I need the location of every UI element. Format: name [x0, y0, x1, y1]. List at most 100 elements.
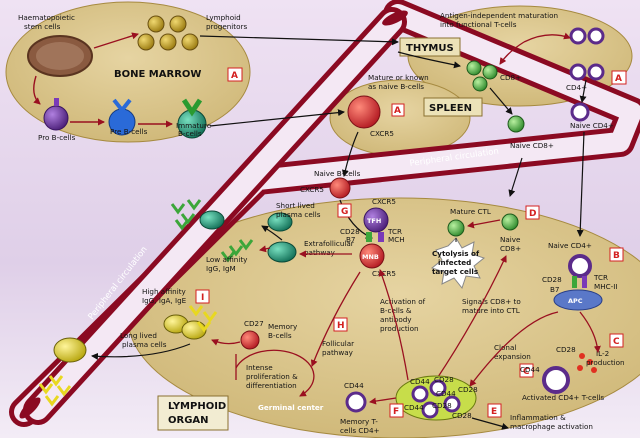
intense-label-1: Intense — [246, 363, 273, 372]
activated-cd4-cell — [542, 366, 570, 394]
intense-label-2: proliferation & — [246, 372, 298, 381]
signals-label-1: Signals CD8+ to — [462, 297, 521, 306]
badge-g-text: G — [341, 207, 348, 217]
memory-b-cell — [240, 330, 260, 350]
inflammation-label-1: Inflammation & — [510, 413, 566, 422]
arrow-to-short-lived — [261, 225, 283, 241]
high-affinity-cell-group — [163, 305, 218, 340]
badge-i — [195, 289, 210, 304]
arrow-signals — [435, 255, 507, 381]
bone-marrow-title: BONE MARROW — [114, 69, 201, 80]
arrow-immature-to-spleen — [209, 109, 345, 127]
naive-cd8-mid-cell — [501, 213, 519, 231]
badge-d-text: D — [529, 209, 536, 219]
lymphoid-progenitors-label-2: progenitors — [206, 22, 247, 31]
arrow-thymus-cd8 — [499, 41, 525, 65]
mnb-cell — [359, 243, 385, 269]
antigen-independent-label-2: into functional T-cells — [440, 20, 517, 29]
badge-h — [333, 317, 348, 332]
pro-b-cell — [43, 105, 69, 131]
apc-label: APC — [568, 297, 583, 305]
mature-naive-label-1: Mature or known — [368, 73, 429, 82]
naive-cd8-mid-label-2: CD8+ — [500, 244, 521, 253]
badge-i-text: I — [201, 293, 204, 303]
badge-c-left-text: C — [523, 367, 530, 377]
germinal-center-cycle — [235, 349, 315, 397]
clonal-label-1: Clonal — [494, 343, 516, 352]
arrow-stem-to-progenitor — [93, 32, 139, 49]
arrow-cd8-thymus-to-naive — [489, 87, 513, 115]
cd4-thymus-label: CD4+ — [566, 83, 587, 92]
naive-b-cell — [329, 177, 351, 199]
cd44-mem-label: CD44 — [344, 381, 364, 390]
mature-ctl-label: Mature CTL — [450, 207, 491, 216]
arrow-stem-to-prob — [33, 75, 41, 105]
badge-a-spleen — [391, 103, 405, 117]
badge-a-bone-marrow — [227, 67, 243, 82]
cytolysis-starburst — [430, 237, 486, 290]
activation-label-1: Activation of — [380, 297, 426, 306]
low-affinity-label-2: IgG, IgM — [206, 264, 236, 273]
long-lived-label-1: Long lived — [120, 331, 157, 340]
badge-h-text: H — [337, 321, 345, 331]
lymphoid-organ-title-2: ORGAN — [168, 415, 209, 426]
thymus-title-box — [399, 37, 461, 57]
arrow-activation — [378, 269, 409, 381]
il2-label-1: IL-2 — [596, 349, 609, 358]
arrow-naive-to-ctl — [467, 219, 501, 229]
antibody-cluster-low — [220, 239, 254, 263]
badge-f-text: F — [393, 407, 399, 417]
lymphoid-progenitors-label-1: Lymphoid — [206, 13, 241, 22]
cd28-apc-label: CD28 — [542, 275, 562, 284]
intense-label-3: differentiation — [246, 381, 297, 390]
arrow-naive-cd4-to-organ — [576, 131, 585, 237]
antigen-independent-label-1: Antigen-independent maturation — [440, 11, 558, 20]
apc-cd28-receptor — [572, 276, 577, 288]
cluster-label-2: CD28 — [434, 375, 454, 384]
cluster-label-7: CD28 — [452, 411, 472, 420]
cluster-label-3: CD44 — [436, 389, 456, 398]
spleen-b-cell — [347, 95, 381, 129]
cxcr5-naive-label: CXCR5 — [300, 185, 324, 194]
pro-b-receptor — [54, 98, 59, 106]
short-lived-label-2: plasma cells — [276, 210, 321, 219]
spleen-title: SPLEEN — [429, 103, 472, 114]
arrow-memory-to-high — [211, 339, 241, 346]
arrow-progenitor-to-thymus — [199, 35, 399, 46]
badge-e — [487, 403, 502, 418]
arrow-cd4-thymus-to-naive — [579, 79, 587, 103]
arrow-to-inflammation — [471, 417, 509, 430]
arrow-thymus-cd4 — [523, 32, 571, 43]
tfh-cell — [363, 207, 389, 233]
memory-t-cell — [345, 391, 367, 413]
badge-g — [337, 203, 352, 218]
cxcr5-tfh-label: CXCR5 — [372, 197, 396, 206]
cytolysis-label-3: target cells — [432, 267, 478, 276]
activation-label-2: B-cells & — [380, 306, 412, 315]
lymphoid-organ-title-box — [157, 395, 229, 431]
b7-apc-label: B7 — [550, 285, 560, 294]
immature-b-receptor — [181, 98, 203, 117]
memory-b-label-1: Memory — [268, 322, 298, 331]
cxcr5-spleen-label: CXCR5 — [370, 129, 394, 138]
badge-a-thymus — [611, 70, 627, 85]
arrow-low-affinity — [259, 245, 271, 253]
apc-tcr-receptor — [582, 276, 587, 288]
arrow-to-memory-t — [369, 397, 397, 405]
cd4-thymus-cells — [569, 27, 605, 81]
cd28-tfh-label: CD28 — [340, 227, 360, 236]
immature-b-label-2: B-cells — [178, 129, 202, 138]
arrow-to-il2 — [579, 311, 601, 353]
cluster-label-6: CD28 — [432, 401, 452, 410]
tcr-tfh-label: TCR — [387, 227, 402, 236]
pro-b-label: Pro B-cells — [38, 133, 76, 142]
cd8-thymus-label: CD8+ — [500, 73, 521, 82]
mature-ctl-cell — [447, 219, 465, 237]
naive-cd4-right-cell — [568, 254, 592, 278]
short-lived-label-1: Short lived — [276, 201, 315, 210]
il2-dots — [577, 353, 597, 373]
naive-cd4-top-cell — [570, 102, 590, 122]
memory-b-label-2: B-cells — [268, 331, 292, 340]
mhc-apc-label: MHC-II — [594, 282, 617, 291]
